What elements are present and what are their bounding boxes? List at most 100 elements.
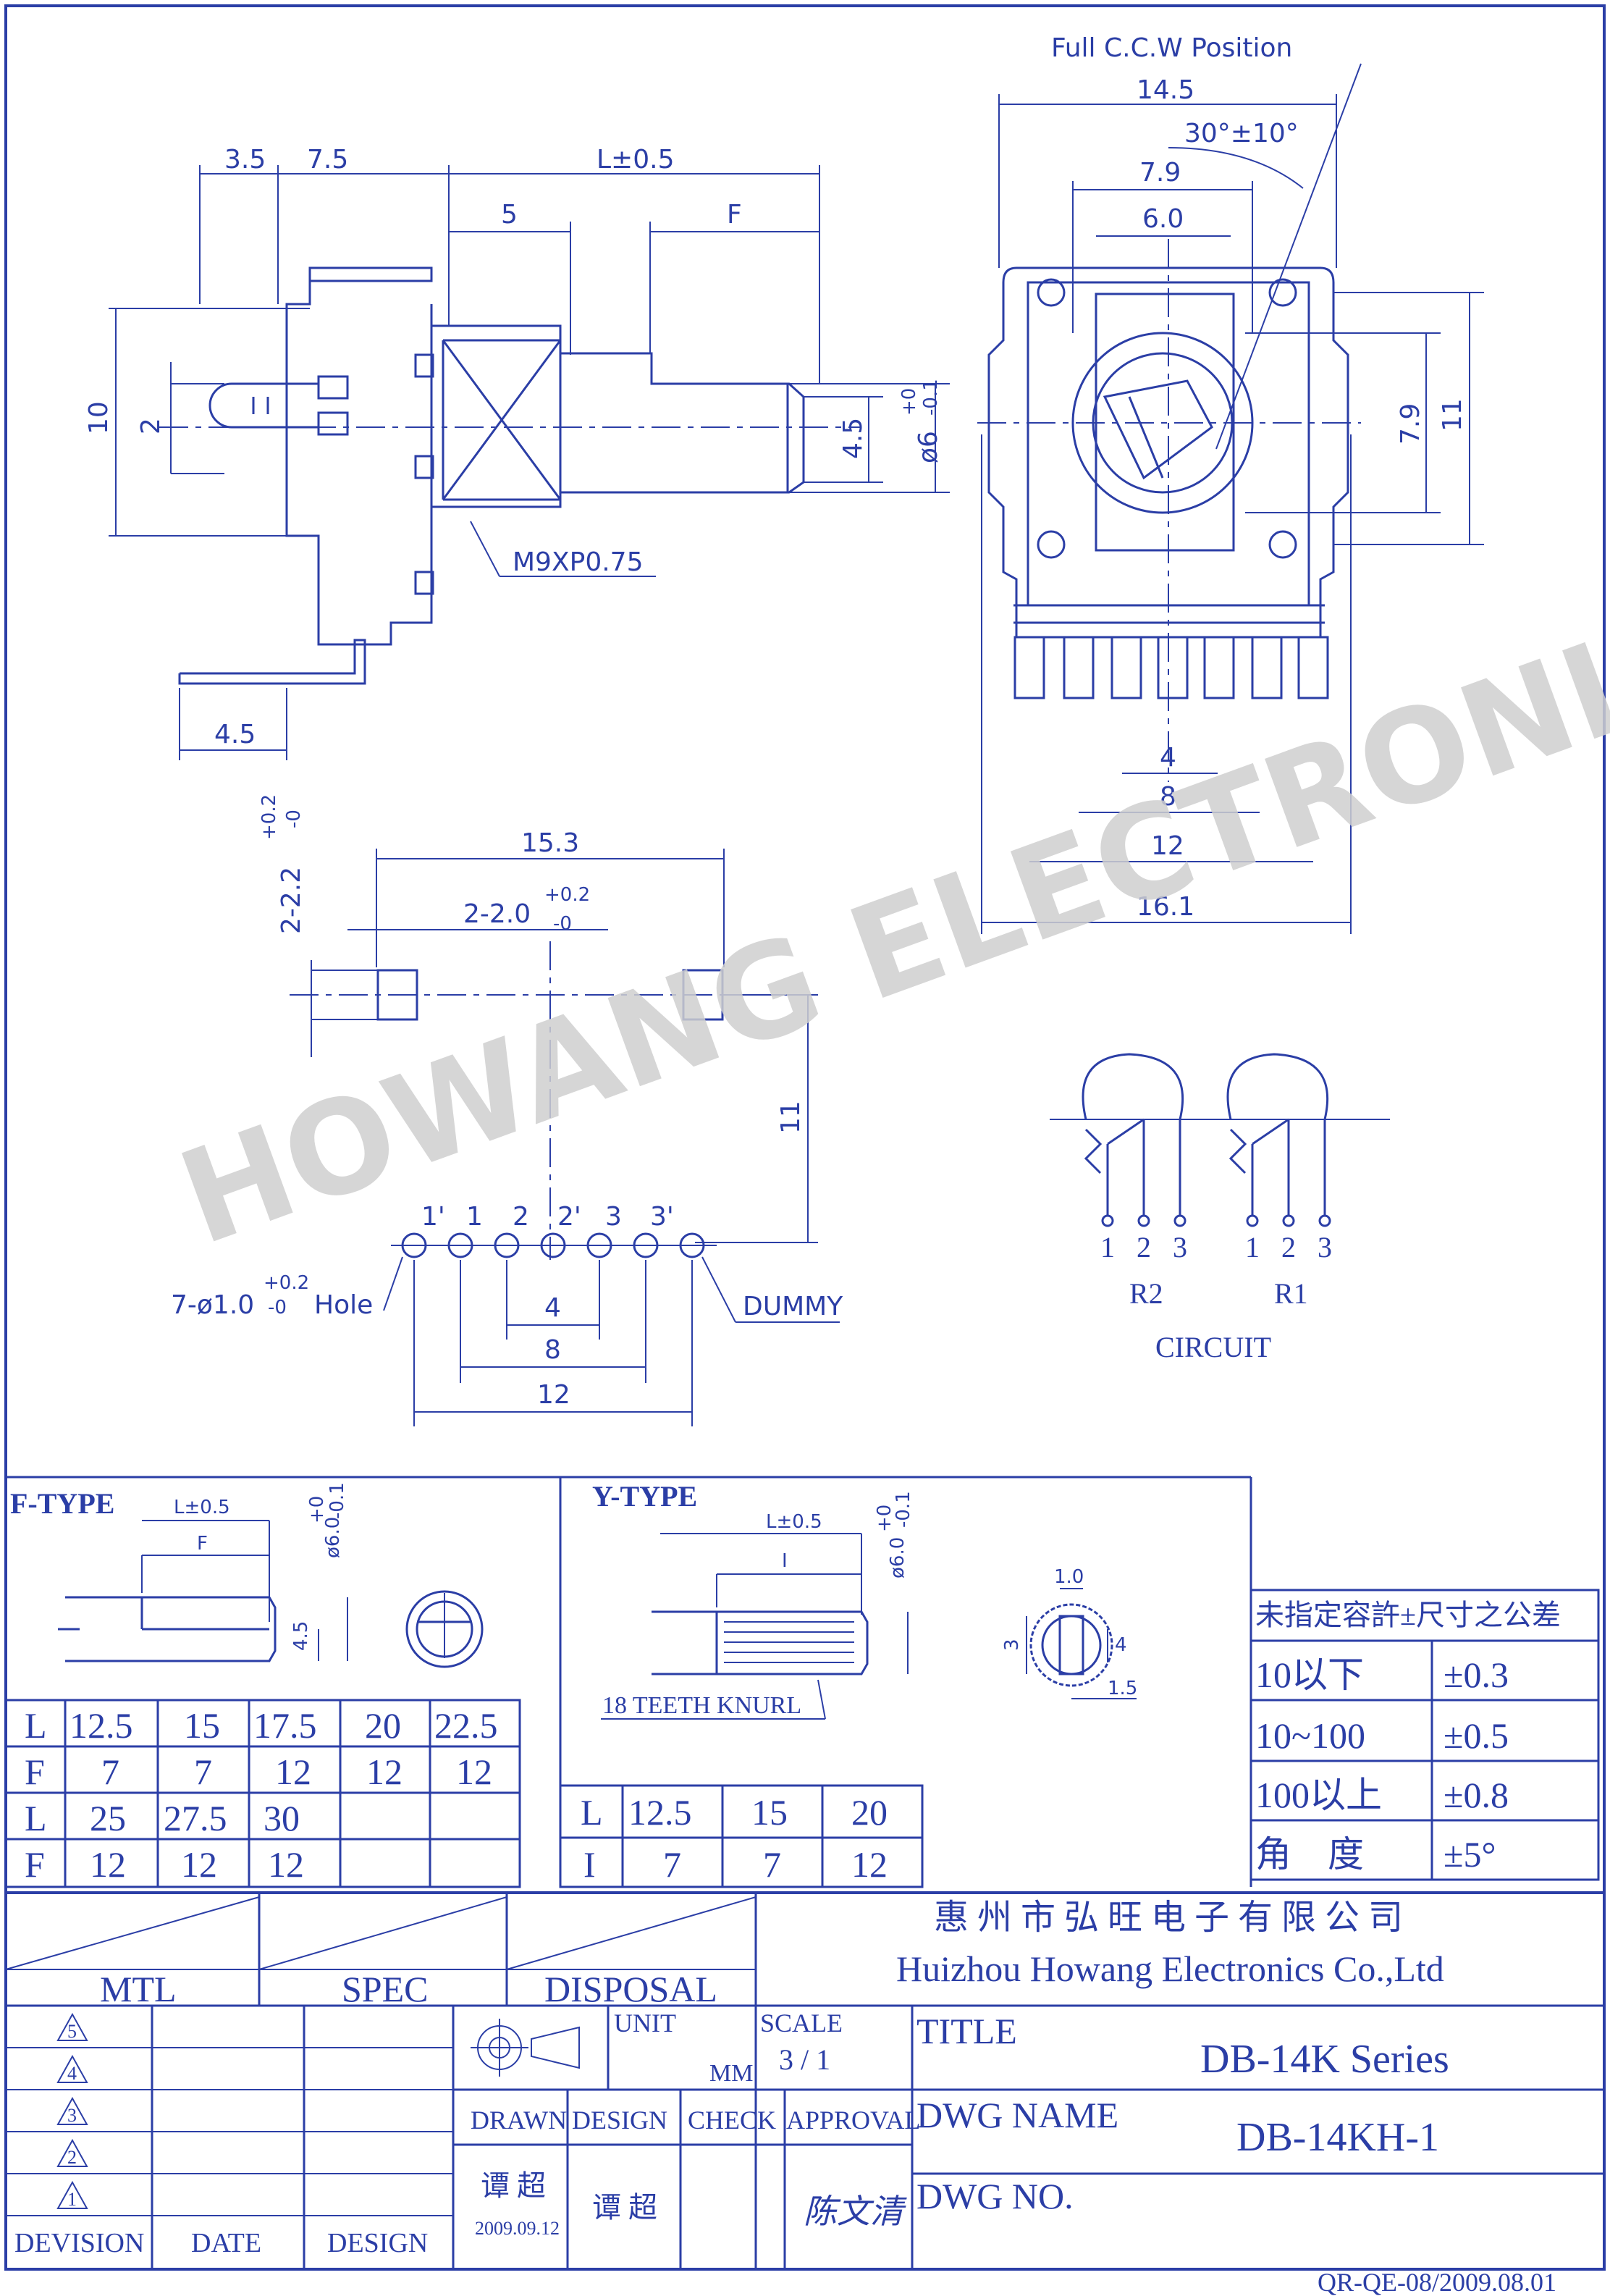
knurl-label: 18 TEETH KNURL — [602, 1692, 801, 1719]
revision-triangles — [56, 2012, 88, 2209]
dim-pitch-4: 4 — [1160, 743, 1176, 773]
ccw-title: Full C.C.W Position — [1051, 33, 1292, 63]
y-type-section: Y-TYPE L±0.5 I ø6.0 +0 -0.1 18 TEETH KNU… — [559, 1477, 1252, 1888]
dim-16-1: 16.1 — [1137, 892, 1194, 922]
role-approval: APPROVAL — [786, 2106, 920, 2135]
dim-shaft-flat-4-5: 4.5 — [838, 418, 868, 459]
side-view: 3.5 7.5 L±0.5 5 F 10 2 4.5 +0 -0.1 ø6 M9… — [84, 145, 950, 760]
dim-7-9-right: 7.9 — [1396, 403, 1425, 445]
y-tbl-r0c3: 20 — [851, 1792, 888, 1833]
role-design: DESIGN — [572, 2106, 667, 2135]
rev-1: 1 — [67, 2189, 77, 2210]
f-tbl-r0c1: 12.5 — [69, 1705, 133, 1746]
r2-pin-1: 1 — [1100, 1231, 1115, 1263]
r1-pin-2: 2 — [1281, 1231, 1296, 1263]
dim-bracket-4-5: 4.5 — [214, 720, 256, 749]
f-tbl-r0c3: 17.5 — [253, 1705, 317, 1746]
y-tbl-r0c0: L — [581, 1792, 603, 1833]
y-tbl-r0c2: 15 — [751, 1792, 788, 1833]
tol-r0c1: ±0.3 — [1443, 1654, 1509, 1695]
dim-pitch-12: 12 — [1151, 831, 1184, 861]
f-tbl-r1c3: 12 — [275, 1752, 311, 1792]
role-check: CHECK — [688, 2106, 776, 2135]
title-label: TITLE — [916, 2011, 1017, 2051]
dim-2-2-2-tol2: -0 — [283, 810, 305, 828]
y-type-d10: 1.0 — [1054, 1566, 1084, 1588]
dim-fp-8: 8 — [544, 1335, 561, 1365]
pcb-footprint: 15.3 2-2.0 +0.2 -0 2-2.2 +0.2 -0 11 1' 1… — [171, 794, 843, 1426]
dim-11-footprint: 11 — [776, 1101, 806, 1134]
dim-2-2-0-tol: +0.2 — [544, 884, 590, 906]
dim-shaft-tol-plus: +0 — [898, 388, 920, 416]
f-tbl-r3c1: 12 — [90, 1844, 126, 1885]
dim-2-2-0-tol2: -0 — [553, 913, 572, 935]
dim-11-right: 11 — [1438, 398, 1467, 432]
pin-label-1p: 1' — [421, 1202, 445, 1232]
r2-pin-3: 3 — [1173, 1231, 1187, 1263]
f-tbl-r3c3: 12 — [268, 1844, 304, 1885]
company-cn: 惠 州 市 弘 旺 电 子 有 限 公 司 — [934, 1898, 1403, 1937]
f-tbl-r2c2: 27.5 — [164, 1798, 227, 1838]
rev-4: 4 — [67, 2063, 77, 2084]
dim-shaft-tol-minus: -0.1 — [920, 379, 942, 416]
dim-7-5: 7.5 — [307, 145, 348, 174]
rev-header-date: DATE — [191, 2228, 261, 2258]
y-type-d4: 4 — [1115, 1634, 1127, 1656]
dim-6-0: 6.0 — [1142, 204, 1184, 234]
approval-signature: 陈文清 — [804, 2193, 907, 2230]
f-tbl-r2c1: 25 — [90, 1798, 126, 1838]
dim-pin-gap-2: 2 — [136, 418, 166, 434]
r2-label: R2 — [1129, 1277, 1163, 1310]
scale-value: 3 / 1 — [779, 2043, 830, 2076]
y-type-i: I — [782, 1550, 788, 1572]
f-tbl-r2c3: 30 — [264, 1798, 300, 1838]
scale-label: SCALE — [760, 2009, 843, 2038]
y-tbl-r1c2: 7 — [763, 1844, 781, 1885]
front-terminals — [1013, 636, 1329, 699]
dim-f: F — [727, 200, 742, 230]
tol-r3c0: 角 度 — [1255, 1834, 1364, 1875]
rev-5: 5 — [67, 2021, 77, 2042]
unit-value: MM — [709, 2060, 753, 2087]
dim-shaft-dia: ø6 — [914, 431, 943, 463]
y-type-dia-tol: +0 — [874, 1505, 895, 1532]
hole-note-b: Hole — [314, 1290, 373, 1320]
dim-2-2-2-tol: +0.2 — [258, 794, 280, 840]
front-view: Full C.C.W Position 14.5 30°±10° 7.9 6.0… — [977, 33, 1484, 934]
dim-angle: 30°±10° — [1184, 119, 1299, 148]
f-type-l: L±0.5 — [174, 1497, 230, 1518]
y-tbl-r1c3: 12 — [851, 1844, 888, 1885]
dim-height-10: 10 — [84, 401, 114, 434]
dim-2-2-0: 2-2.0 — [463, 899, 531, 929]
f-type-end-view — [405, 1590, 484, 1668]
y-type-l: L±0.5 — [766, 1511, 822, 1533]
f-type-title: F-TYPE — [10, 1487, 114, 1520]
y-type-title: Y-TYPE — [592, 1480, 697, 1513]
f-tbl-r2c0: L — [25, 1798, 47, 1838]
projection-symbol-icon — [471, 2019, 580, 2077]
disposal-label: DISPOSAL — [544, 1969, 717, 2009]
tol-r2c1: ±0.8 — [1443, 1775, 1509, 1815]
r1-label: R1 — [1274, 1277, 1308, 1310]
f-type-dia: ø6.0 — [322, 1517, 344, 1558]
drawn-date: 2009.09.12 — [475, 2218, 560, 2239]
f-tbl-r1c1: 7 — [101, 1752, 119, 1792]
hole-note: 7-ø1.0 — [171, 1290, 254, 1320]
f-tbl-r3c0: F — [25, 1844, 45, 1885]
y-type-dia-tol2: -0.1 — [893, 1491, 914, 1528]
tolerance-header: 未指定容許±尺寸之公差 — [1255, 1599, 1561, 1631]
dim-length: L±0.5 — [597, 145, 674, 174]
title-block: MTL SPEC DISPOSAL 惠 州 市 弘 旺 电 子 有 限 公 司 … — [5, 1891, 1604, 2269]
tol-r3c1: ±5° — [1443, 1834, 1496, 1875]
spec-label: SPEC — [342, 1969, 429, 2009]
dim-5: 5 — [501, 200, 518, 230]
rev-3: 3 — [67, 2105, 77, 2126]
y-tbl-r1c0: I — [583, 1844, 596, 1885]
f-type-dia-tol: +0 — [306, 1496, 328, 1523]
dim-pitch-8: 8 — [1160, 782, 1176, 812]
f-tbl-r1c4: 12 — [366, 1752, 402, 1792]
dim-14-5: 14.5 — [1137, 75, 1194, 105]
f-tbl-r1c5: 12 — [456, 1752, 492, 1792]
f-type-f: F — [197, 1533, 208, 1555]
f-type-section: F-TYPE L±0.5 F 4.5 ø6.0 +0 -0.1 L 12.5 1… — [4, 1476, 1251, 1888]
